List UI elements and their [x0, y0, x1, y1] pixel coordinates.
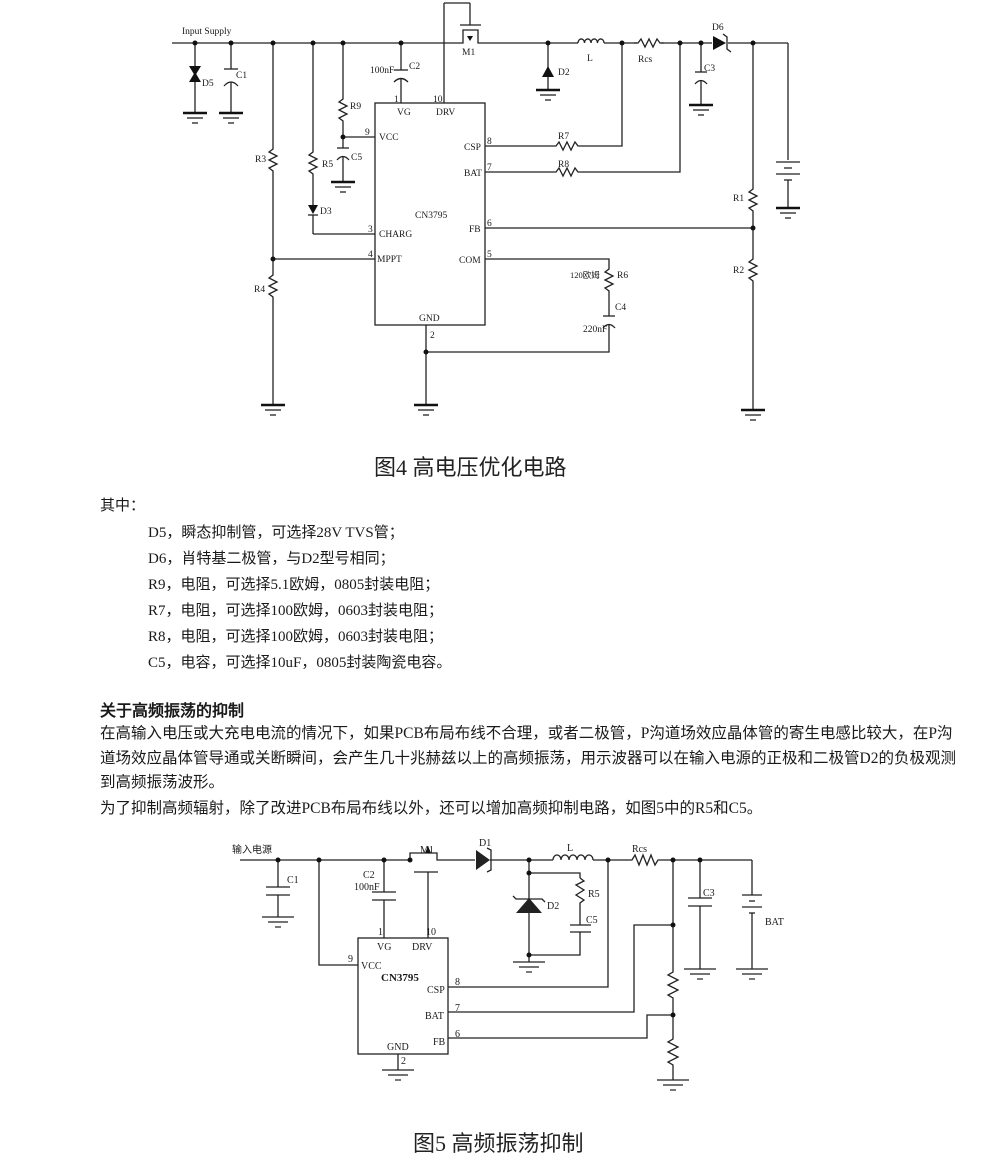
- note-item: R9，电阻，可选择5.1欧姆，0805封装电阻；: [148, 577, 440, 593]
- pin-fb-num: 6: [455, 1029, 460, 1040]
- pin-bat: BAT: [464, 169, 482, 179]
- pin-bat: BAT: [425, 1011, 444, 1022]
- label-d2: D2: [558, 68, 570, 78]
- note-item: C5，电容，可选择10uF，0805封装陶瓷电容。: [148, 655, 452, 671]
- pin-vg: VG: [397, 108, 411, 118]
- junction-dots: [192, 40, 756, 355]
- label-r8: R8: [558, 160, 569, 170]
- label-c1: C1: [236, 71, 247, 81]
- pin-csp-num: 8: [487, 137, 492, 147]
- pin-gnd-num: 2: [401, 1056, 406, 1067]
- pin-csp-num: 8: [455, 977, 460, 988]
- pin-csp: CSP: [427, 985, 445, 996]
- label-rcs: Rcs: [632, 844, 647, 855]
- note-item: R8，电阻，可选择100欧姆，0603封装电阻；: [148, 629, 444, 645]
- pin-com-num: 5: [487, 250, 492, 260]
- label-c2-value: 100nF: [370, 66, 394, 76]
- pin-vg-num: 1: [378, 927, 383, 938]
- note-item: D5，瞬态抑制管，可选择28V TVS管；: [148, 525, 404, 541]
- pin-drv: DRV: [436, 108, 455, 118]
- ic-name: CN3795: [381, 972, 419, 984]
- label-c4: C4: [615, 303, 626, 313]
- label-c5: C5: [351, 153, 362, 163]
- label-d1: D1: [479, 838, 491, 849]
- label-c3: C3: [704, 64, 715, 74]
- ic-name: CN3795: [415, 211, 447, 221]
- figure4-caption: 图4 高电压优化电路: [374, 455, 567, 480]
- cn3795-ic: [374, 102, 486, 326]
- pin-gnd: GND: [387, 1042, 409, 1053]
- pin-bat-num: 7: [455, 1003, 460, 1014]
- label-c3: C3: [703, 888, 715, 899]
- label-r1: R1: [733, 194, 744, 204]
- pin-mppt-num: 4: [368, 250, 373, 260]
- label-c4-value: 220nF: [583, 325, 607, 335]
- pin-bat-num: 7: [487, 163, 492, 173]
- pin-gnd-num: 2: [430, 331, 435, 341]
- d5-tvs-diode: [181, 43, 209, 125]
- figure5-schematic: 输入电源 C1 C2 100nF M1 D1 L Rcs R5 D2 C5 C3…: [232, 838, 784, 1091]
- pin-vcc: VCC: [379, 133, 399, 143]
- label-r5: R5: [588, 889, 600, 900]
- pin-fb-num: 6: [487, 219, 492, 229]
- label-d5: D5: [202, 79, 214, 89]
- note-item: R7，电阻，可选择100欧姆，0603封装电阻；: [148, 603, 444, 619]
- pin-fb: FB: [433, 1037, 446, 1048]
- pin-vg: VG: [377, 942, 391, 953]
- notes-intro: 其中：: [100, 498, 146, 514]
- label-m1: M1: [420, 845, 434, 856]
- label-r6-value: 120欧姆: [570, 270, 600, 280]
- label-input: 输入电源: [232, 843, 272, 856]
- label-d3: D3: [320, 207, 332, 217]
- pin-drv-num: 10: [426, 927, 436, 938]
- pin-drv: DRV: [412, 942, 433, 953]
- label-r9: R9: [350, 102, 361, 112]
- label-l: L: [587, 54, 593, 64]
- section-paragraph-1: 在高输入电压或大充电电流的情况下，如果PCB布局布线不合理，或者二极管，P沟道场…: [100, 725, 956, 791]
- label-r6: R6: [617, 271, 628, 281]
- pin-gnd: GND: [419, 314, 440, 324]
- pin-vcc: VCC: [361, 961, 382, 972]
- figure5-caption: 图5 高频振荡抑制: [413, 1131, 584, 1156]
- pin-vcc-num: 9: [365, 128, 370, 138]
- label-c1: C1: [287, 875, 299, 886]
- label-input-supply: Input Supply: [182, 27, 232, 37]
- label-d6: D6: [712, 23, 724, 33]
- label-rcs: Rcs: [638, 55, 653, 65]
- pin-com: COM: [459, 256, 481, 266]
- label-d2: D2: [547, 901, 559, 912]
- pin-charg: CHARG: [379, 230, 412, 240]
- label-m1: M1: [462, 48, 475, 58]
- pin-vg-num: 1: [394, 95, 399, 105]
- label-r7: R7: [558, 132, 569, 142]
- note-item: D6，肖特基二极管，与D2型号相同；: [148, 551, 395, 567]
- pin-mppt: MPPT: [377, 255, 402, 265]
- label-r5: R5: [322, 160, 333, 170]
- label-c2-value: 100nF: [354, 882, 380, 893]
- pin-drv-num: 10: [433, 95, 443, 105]
- pin-fb: FB: [469, 225, 481, 235]
- pin-vcc-num: 9: [348, 954, 353, 965]
- label-c2: C2: [363, 870, 375, 881]
- label-bat: BAT: [765, 917, 784, 928]
- figure4-schematic: Input Supply D5 C1 R3 R5 R9 C5 C2 100nF …: [172, 2, 802, 422]
- pin-csp: CSP: [464, 143, 481, 153]
- label-c5: C5: [586, 915, 598, 926]
- pin-charg-num: 3: [368, 225, 373, 235]
- label-l: L: [567, 843, 573, 854]
- section-paragraph-2: 为了抑制高频辐射，除了改进PCB布局布线以外，还可以增加高频抑制电路，如图5中的…: [100, 800, 763, 817]
- label-r4: R4: [254, 285, 265, 295]
- label-r3: R3: [255, 155, 266, 165]
- label-r2: R2: [733, 266, 744, 276]
- m1-mosfet: [443, 2, 497, 103]
- c1-capacitor: [217, 43, 245, 125]
- label-c2: C2: [409, 62, 420, 72]
- section-heading: 关于高频振荡的抑制: [100, 701, 245, 720]
